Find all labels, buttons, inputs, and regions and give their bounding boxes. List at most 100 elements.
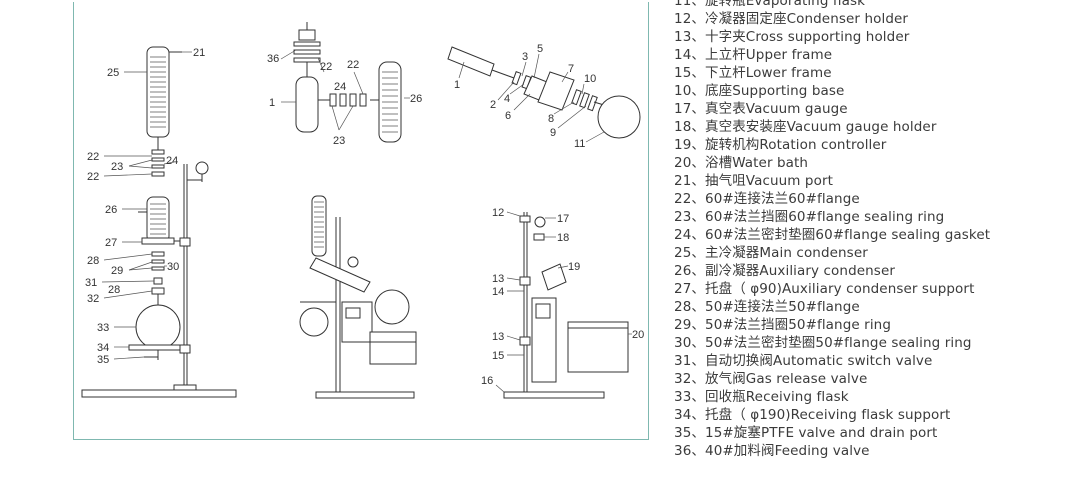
callout-23a: 23 [111,161,123,173]
part-number: 32 [674,371,692,387]
callout-22d: 22 [347,59,359,71]
part-label: 主冷凝器Main condenser [705,245,868,261]
part-label: 15#旋塞PTFE valve and drain port [705,425,938,441]
part-item-14: 14、上立杆Upper frame [674,47,833,63]
panel-feeding-detail: 36 22 22 24 1 26 23 [267,22,422,147]
part-item-30: 30、50#法兰密封垫圈50#flange sealing ring [674,335,972,351]
part-number: 13 [674,29,692,45]
callout-11: 11 [574,138,585,150]
callout-19: 19 [568,261,580,273]
callout-26: 26 [105,204,117,216]
part-number: 17 [674,101,692,117]
diagram-frame: 21 25 22 23 24 22 26 27 28 29 30 31 28 3… [73,2,649,440]
part-item-15: 15、下立杆Lower frame [674,65,832,81]
part-label: 十字夹Cross supporting holder [705,29,910,45]
callout-29: 29 [111,265,123,277]
part-label: 抽气咀Vacuum port [705,173,834,189]
callout-5: 5 [537,43,543,55]
part-number: 31 [674,353,692,369]
part-label: 浴槽Water bath [705,155,809,171]
callout-32: 32 [87,293,99,305]
callout-33: 33 [97,322,109,334]
callout-2: 2 [490,99,496,111]
part-number: 19 [674,137,692,153]
part-number: 27 [674,281,692,297]
panel-side-view: 12 17 18 19 13 14 20 13 15 16 [481,207,644,399]
part-item-12: 12、冷凝器固定座Condenser holder [674,11,909,27]
callout-1a: 1 [269,97,275,109]
part-label: 自动切换阀Automatic switch valve [705,353,933,369]
part-label: 60#法兰密封垫圈60#flange sealing gasket [705,227,991,243]
callout-14: 14 [492,286,504,298]
panel-assembled-evaporator [299,195,417,399]
part-item-31: 31、自动切换阀Automatic switch valve [674,353,933,369]
part-number: 25 [674,245,692,261]
part-label: 真空表安装座Vacuum gauge holder [705,119,937,135]
callout-27: 27 [105,237,117,249]
part-number: 20 [674,155,692,171]
part-number: 33 [674,389,692,405]
part-label: 60#法兰挡圈60#flange sealing ring [705,209,945,225]
callout-3: 3 [522,51,528,63]
part-label: 40#加料阀Feeding valve [705,443,870,459]
part-label: 回收瓶Receiving flask [705,389,849,405]
callout-8: 8 [548,113,554,125]
part-item-36: 36、40#加料阀Feeding valve [674,443,870,459]
part-item-26: 26、副冷凝器Auxiliary condenser [674,263,895,279]
callout-4: 4 [504,93,510,105]
part-item-18: 18、真空表安装座Vacuum gauge holder [674,119,937,135]
part-label: 上立杆Upper frame [705,47,833,63]
part-label: 副冷凝器Auxiliary condenser [705,263,895,279]
part-number: 22 [674,191,692,207]
callout-9: 9 [550,127,556,139]
part-item-32: 32、放气阀Gas release valve [674,371,868,387]
part-number: 12 [674,11,692,27]
callout-28b: 28 [108,284,120,296]
callout-6: 6 [505,110,511,122]
callout-31: 31 [85,277,97,289]
part-item-34: 34、托盘（ φ190)Receiving flask support [674,407,951,423]
callout-22b: 22 [87,171,99,183]
part-number: 11 [674,0,692,9]
callout-28a: 28 [87,255,99,267]
part-label: 底座Supporting base [705,83,845,99]
part-label: 50#法兰挡圈50#flange ring [705,317,892,333]
part-number: 10 [674,83,692,99]
part-number: 14 [674,47,692,63]
part-item-33: 33、回收瓶Receiving flask [674,389,849,405]
callout-24a: 24 [166,155,178,167]
part-label: 旋转瓶Evaporating flask [705,0,866,9]
part-item-11: 11、旋转瓶Evaporating flask [674,0,990,10]
part-number: 36 [674,443,692,459]
callout-13a: 13 [492,273,504,285]
panel-condenser-assembly: 21 25 22 23 24 22 26 27 28 29 30 31 28 3… [81,46,237,398]
callout-15: 15 [492,350,504,362]
part-number: 15 [674,65,692,81]
part-number: 24 [674,227,692,243]
part-item-25: 25、主冷凝器Main condenser [674,245,868,261]
callout-21: 21 [193,47,205,59]
part-item-28: 28、50#连接法兰50#flange [674,299,860,315]
callout-1b: 1 [454,79,460,91]
part-item-27: 27、托盘（ φ90)Auxiliary condenser support [674,281,975,297]
callout-25: 25 [107,67,119,79]
part-item-19: 19、旋转机构Rotation controller [674,137,887,153]
part-label: 托盘（ φ90)Auxiliary condenser support [705,281,975,297]
callout-22c: 22 [320,61,332,73]
part-number: 35 [674,425,692,441]
callout-13b: 13 [492,331,504,343]
callout-30: 30 [167,261,179,273]
callout-17: 17 [557,213,569,225]
part-number: 29 [674,317,692,333]
part-label: 冷凝器固定座Condenser holder [705,11,909,27]
part-item-35: 35、15#旋塞PTFE valve and drain port [674,425,938,441]
callout-23b: 23 [333,135,345,147]
callout-10: 10 [584,73,596,85]
part-number: 28 [674,299,692,315]
callout-16: 16 [481,375,493,387]
part-label: 下立杆Lower frame [705,65,832,81]
part-number: 18 [674,119,692,135]
callout-22a: 22 [87,151,99,163]
part-number: 21 [674,173,692,189]
